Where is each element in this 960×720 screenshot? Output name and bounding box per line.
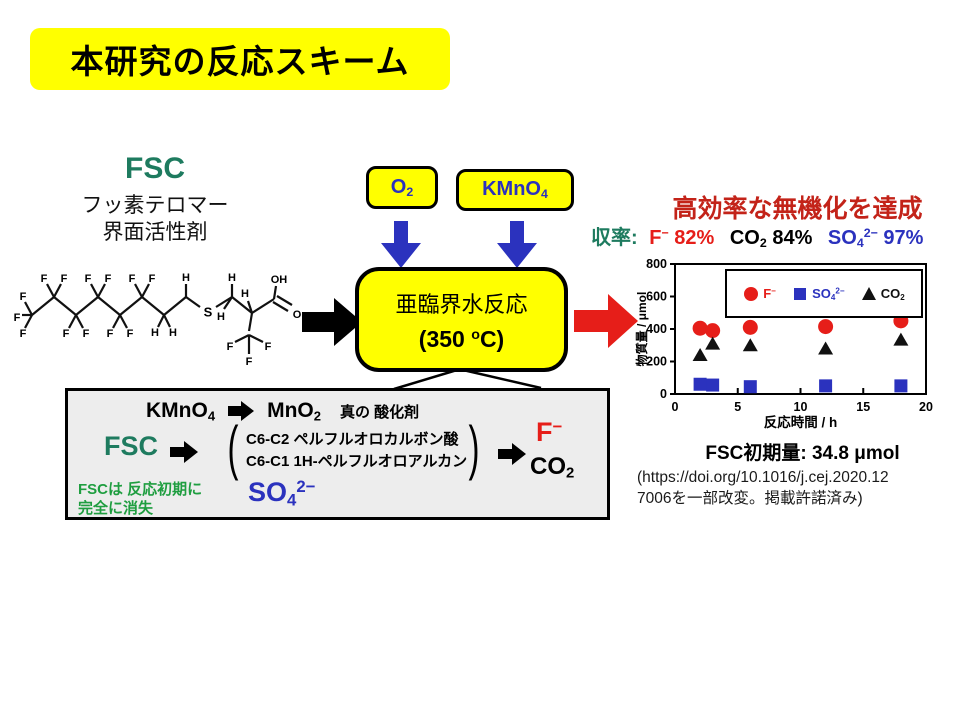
legend-marker-circle-icon [744,286,759,301]
svg-text:F: F [265,341,272,353]
reagent-kmno4-label: KMnO4 [482,178,548,202]
product-co2: CO2 [530,453,575,482]
yield-summary: 収率: F− 82% CO2 84% SO42− 97% [591,221,957,250]
svg-text:400: 400 [646,322,667,336]
svg-text:H: H [228,272,236,284]
chart-legend: F− SO42− CO2 [725,269,923,318]
products-right-arrow-icon [498,443,526,465]
detail-fsc-label: FSC [104,431,158,461]
svg-text:F: F [85,273,92,285]
svg-text:20: 20 [919,400,933,414]
svg-text:H: H [182,272,190,284]
reactor-box: 亜臨界水反応 (350 oC) [355,267,568,372]
bracket-close: ) [468,414,480,481]
fsc-right-arrow-icon [170,441,198,463]
result-headline: 高効率な無機化を達成 [672,195,923,223]
svg-text:0: 0 [660,387,667,401]
svg-text:物質量 / μmol: 物質量 / μmol [635,292,649,367]
input-right-arrow-icon [302,298,362,346]
svg-text:15: 15 [856,400,870,414]
page-title: 本研究の反応スキーム [70,43,410,80]
bracket-open: ( [227,414,239,481]
svg-text:F: F [246,356,253,368]
initial-amount-label: FSC初期量: 34.8 μmol [705,443,900,464]
reactant-description: フッ素テロマー 界面活性剤 [40,192,270,247]
slide-title-box: 本研究の反応スキーム [30,28,450,90]
svg-text:H: H [169,327,177,339]
citation-line1: (https://doi.org/10.1016/j.cej.2020.12 [637,469,889,486]
svg-text:600: 600 [646,290,667,304]
fsc-vanish-line2: 完全に消失 [78,499,154,517]
legend-label-0: F− [763,286,776,301]
intermediates-list: C6-C2 ペルフルオロカルボン酸 C6-C1 1H-ペルフルオロアルカン [246,429,467,473]
product-fluoride: F− [536,417,563,448]
svg-text:F: F [149,273,156,285]
svg-text:OH: OH [271,274,288,286]
callout-lines [393,368,542,391]
mechanism-detail-box: KMnO4 MnO2 真の 酸化剤 FSC ( C6-C2 ペルフルオロカルボン… [65,388,610,520]
svg-text:反応時間 / h: 反応時間 / h [764,414,838,430]
small-right-arrow-icon [228,401,255,422]
citation-line2: 7006を一部改変。掲載許諾済み) [637,489,863,507]
citation-text: (https://doi.org/10.1016/j.cej.2020.12 7… [637,468,957,510]
reactant-desc-line2: 界面活性剤 [102,221,208,245]
reagent-o2-label: O2 [390,175,414,200]
svg-text:H: H [151,327,159,339]
yield-sulfate: SO42− 97% [827,226,924,251]
svg-text:F: F [129,273,136,285]
svg-text:S: S [204,305,213,320]
yield-fluoride: F− 82% [649,226,715,249]
svg-text:F: F [20,291,27,303]
svg-text:5: 5 [734,400,741,414]
svg-text:F: F [63,328,70,340]
mno2-formula: MnO2 [267,399,321,424]
true-oxidant-note: 真の 酸化剤 [339,403,420,421]
reagent-kmno4-box: KMnO4 [456,169,574,211]
svg-text:F: F [83,328,90,340]
oxidant-reaction-row: KMnO4 MnO2 真の 酸化剤 [146,399,419,423]
svg-text:F: F [107,328,114,340]
svg-text:F: F [105,273,112,285]
svg-text:10: 10 [794,400,808,414]
legend-label-1: SO42− [812,285,845,302]
svg-text:F: F [14,312,21,324]
yield-label: 収率: [591,227,638,249]
legend-marker-triangle-icon [861,286,876,300]
legend-item-0: F− [743,286,776,302]
svg-text:F: F [41,273,48,285]
intermediate-1: C6-C2 ペルフルオロカルボン酸 [246,431,459,448]
svg-text:200: 200 [646,355,667,369]
legend-item-2: CO2 [861,286,905,302]
reagent-o2-box: O2 [366,166,438,209]
reactant-fsc-label: FSC [125,152,185,185]
legend-item-1: SO42− [792,285,845,302]
legend-marker-square-icon [794,287,807,300]
fsc-vanish-line1: FSCは 反応初期に [78,481,203,498]
fsc-vanish-note: FSCは 反応初期に 完全に消失 [78,481,202,519]
svg-text:F: F [227,341,234,353]
kmno4-down-arrow-icon [497,221,537,268]
reactant-desc-line1: フッ素テロマー [81,194,229,217]
svg-text:H: H [217,311,225,323]
svg-text:F: F [61,273,68,285]
o2-down-arrow-icon [381,221,421,268]
svg-text:H: H [241,288,249,300]
svg-text:0: 0 [672,400,679,414]
yield-chart: 0 200 400 600 800 0 5 10 15 20 反応時間 / h 物質量 / μmol [634,257,933,430]
intermediate-2: C6-C1 1H-ペルフルオロアルカン [246,452,468,470]
svg-text:800: 800 [646,257,667,271]
yield-co2: CO2 84% [729,227,813,251]
output-right-arrow-icon [574,294,638,348]
kmno4-formula: KMnO4 [146,399,216,424]
svg-text:F: F [20,328,27,340]
reactor-name: 亜臨界水反応 [395,291,528,317]
reactor-temperature: (350 oC) [418,325,505,352]
svg-text:F: F [127,328,134,340]
svg-text:O: O [293,309,302,321]
product-sulfate: SO42− [248,477,316,510]
legend-label-2: CO2 [880,285,905,302]
